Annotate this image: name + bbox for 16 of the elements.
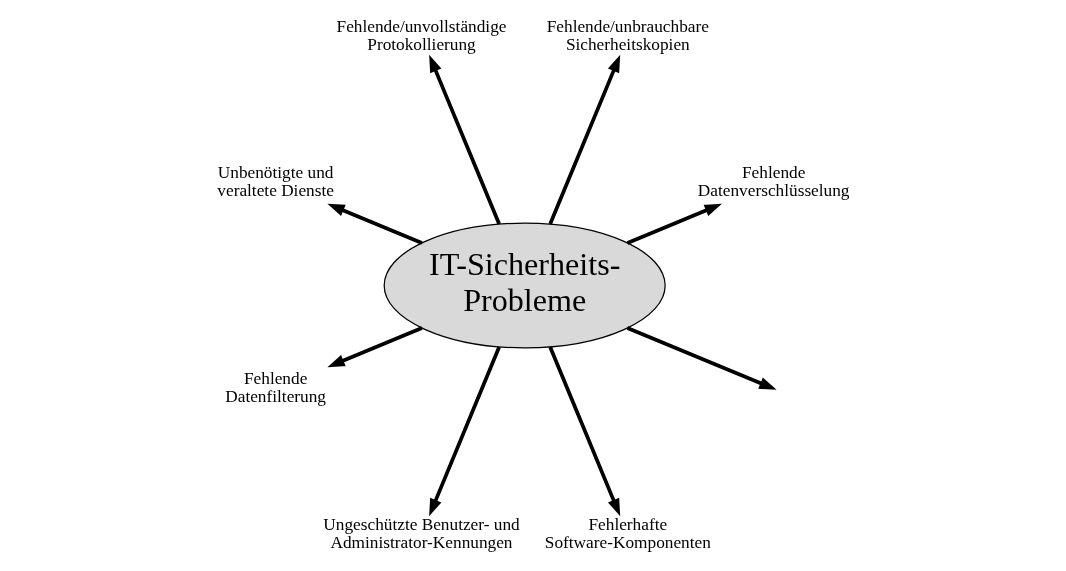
arrow	[626, 203, 722, 245]
arrow	[548, 346, 621, 517]
node-text: Fehlende/unbrauchbare Sicherheitskopien	[546, 16, 709, 55]
arrow	[626, 326, 777, 390]
arrow	[429, 346, 501, 517]
arrow	[429, 54, 501, 225]
node-text: Fehlende Datenfilterung	[225, 368, 327, 407]
node-text: Unbenötigte und veraltete Dienste	[217, 162, 334, 201]
node-text: Fehlende/unvollständige Protokollierung	[336, 16, 507, 55]
node-text: Fehlende Datenverschlüsselung	[697, 162, 850, 201]
arrow	[548, 54, 621, 225]
node-text: Fehlerhafte Software-Komponenten	[544, 514, 711, 553]
node-ellipse: IT-Sicherheits- Probleme	[383, 222, 666, 349]
arrow	[327, 326, 423, 368]
arrow	[327, 203, 423, 245]
node-text: Ungeschützte Benutzer- und Administrator-Kennungen	[323, 514, 520, 553]
